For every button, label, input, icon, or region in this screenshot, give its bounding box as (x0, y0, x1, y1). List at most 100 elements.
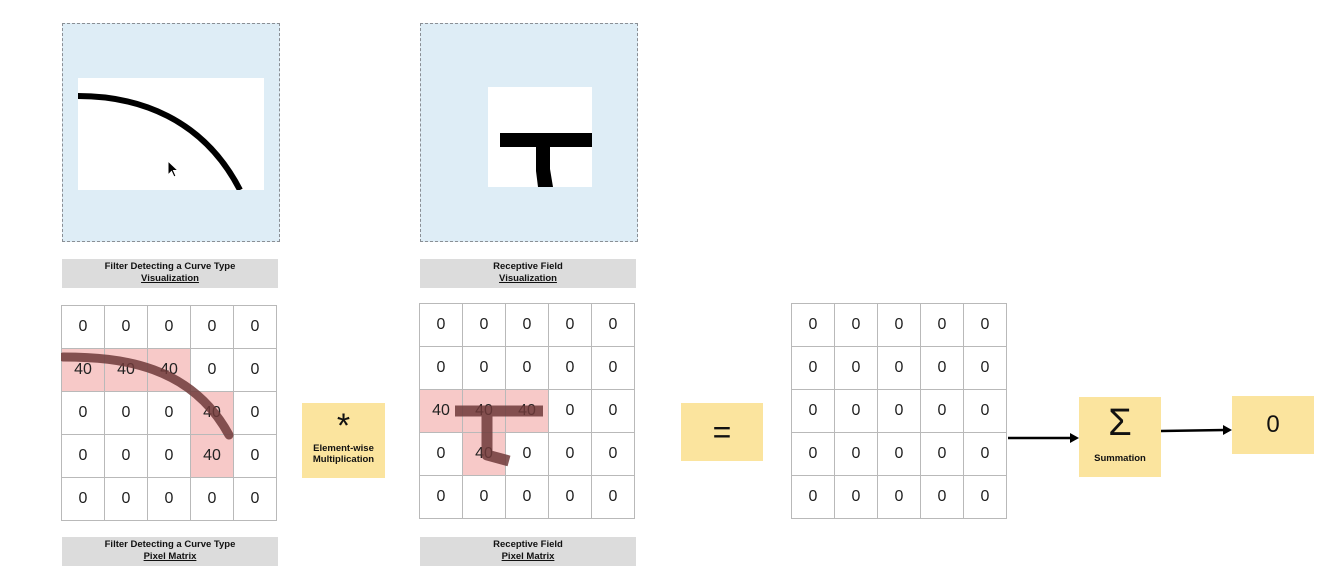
matrix-cell: 0 (233, 391, 277, 435)
matrix-cell: 0 (61, 434, 105, 478)
arrow-to-output-icon (1161, 425, 1232, 435)
matrix-cell: 0 (791, 389, 835, 433)
matrix-cell: 0 (834, 346, 878, 390)
receptive-matrix-caption: Receptive Field Pixel Matrix (420, 537, 636, 566)
matrix-cell: 40 (61, 348, 105, 392)
curve-shape (78, 93, 243, 190)
matrix-cell: 0 (963, 432, 1007, 476)
t-shape (500, 133, 592, 187)
matrix-cell: 0 (920, 346, 964, 390)
matrix-cell: 0 (419, 303, 463, 347)
matrix-cell: 0 (877, 475, 921, 519)
element-wise-multiplication-box: * Element-wise Multiplication (302, 403, 385, 478)
matrix-cell: 0 (419, 346, 463, 390)
matrix-cell: 0 (834, 303, 878, 347)
matrix-cell: 0 (834, 389, 878, 433)
matrix-cell: 0 (61, 391, 105, 435)
matrix-cell: 0 (963, 303, 1007, 347)
sigma-symbol: Σ (1108, 402, 1132, 444)
matrix-cell: 0 (147, 477, 191, 521)
filter-visualization-panel (62, 23, 280, 242)
matrix-cell: 0 (548, 389, 592, 433)
summation-label: Summation (1094, 453, 1146, 464)
matrix-cell: 0 (791, 432, 835, 476)
matrix-cell: 0 (791, 475, 835, 519)
matrix-cell: 0 (505, 432, 549, 476)
matrix-cell: 0 (419, 475, 463, 519)
matrix-cell: 0 (548, 303, 592, 347)
receptive-visualization-caption: Receptive Field Visualization (420, 259, 636, 288)
equals-box: = (681, 403, 763, 461)
arrow-to-summation-icon (1008, 433, 1079, 443)
matrix-cell: 0 (104, 305, 148, 349)
matrix-cell: 0 (834, 475, 878, 519)
multiply-symbol: * (336, 407, 351, 445)
matrix-cell: 0 (190, 305, 234, 349)
matrix-cell: 40 (190, 391, 234, 435)
multiply-label-line1: Element-wise (313, 443, 374, 454)
matrix-cell: 0 (462, 475, 506, 519)
matrix-cell: 0 (591, 389, 635, 433)
matrix-cell: 0 (233, 348, 277, 392)
matrix-cell: 0 (104, 434, 148, 478)
filter-visualization-image (78, 78, 264, 190)
matrix-cell: 0 (963, 346, 1007, 390)
matrix-cell: 0 (877, 303, 921, 347)
matrix-cell: 0 (963, 475, 1007, 519)
filter-visualization-caption: Filter Detecting a Curve Type Visualizat… (62, 259, 278, 288)
matrix-cell: 0 (877, 389, 921, 433)
matrix-cell: 0 (419, 432, 463, 476)
matrix-cell: 0 (548, 475, 592, 519)
matrix-cell: 0 (462, 346, 506, 390)
multiply-label-line2: Multiplication (312, 454, 375, 465)
matrix-cell: 0 (877, 346, 921, 390)
output-value: 0 (1266, 411, 1280, 438)
matrix-cell: 40 (505, 389, 549, 433)
receptive-visualization-image (488, 87, 592, 187)
matrix-cell: 0 (591, 475, 635, 519)
matrix-cell: 0 (190, 348, 234, 392)
matrix-cell: 0 (920, 303, 964, 347)
output-value-box: 0 (1232, 396, 1314, 454)
matrix-cell: 0 (791, 346, 835, 390)
matrix-cell: 0 (877, 432, 921, 476)
matrix-cell: 40 (462, 432, 506, 476)
receptive-visualization-panel (420, 23, 638, 242)
matrix-cell: 40 (419, 389, 463, 433)
matrix-cell: 0 (147, 391, 191, 435)
matrix-cell: 0 (190, 477, 234, 521)
matrix-cell: 0 (920, 389, 964, 433)
summation-box: Σ Summation (1079, 397, 1161, 477)
matrix-cell: 40 (104, 348, 148, 392)
matrix-cell: 0 (147, 305, 191, 349)
matrix-cell: 0 (920, 432, 964, 476)
matrix-cell: 0 (147, 434, 191, 478)
matrix-cell: 0 (61, 477, 105, 521)
matrix-cell: 0 (920, 475, 964, 519)
matrix-cell: 0 (834, 432, 878, 476)
matrix-cell: 0 (233, 477, 277, 521)
matrix-cell: 0 (61, 305, 105, 349)
matrix-cell: 0 (104, 391, 148, 435)
matrix-cell: 0 (233, 434, 277, 478)
matrix-cell: 0 (233, 305, 277, 349)
matrix-cell: 40 (147, 348, 191, 392)
